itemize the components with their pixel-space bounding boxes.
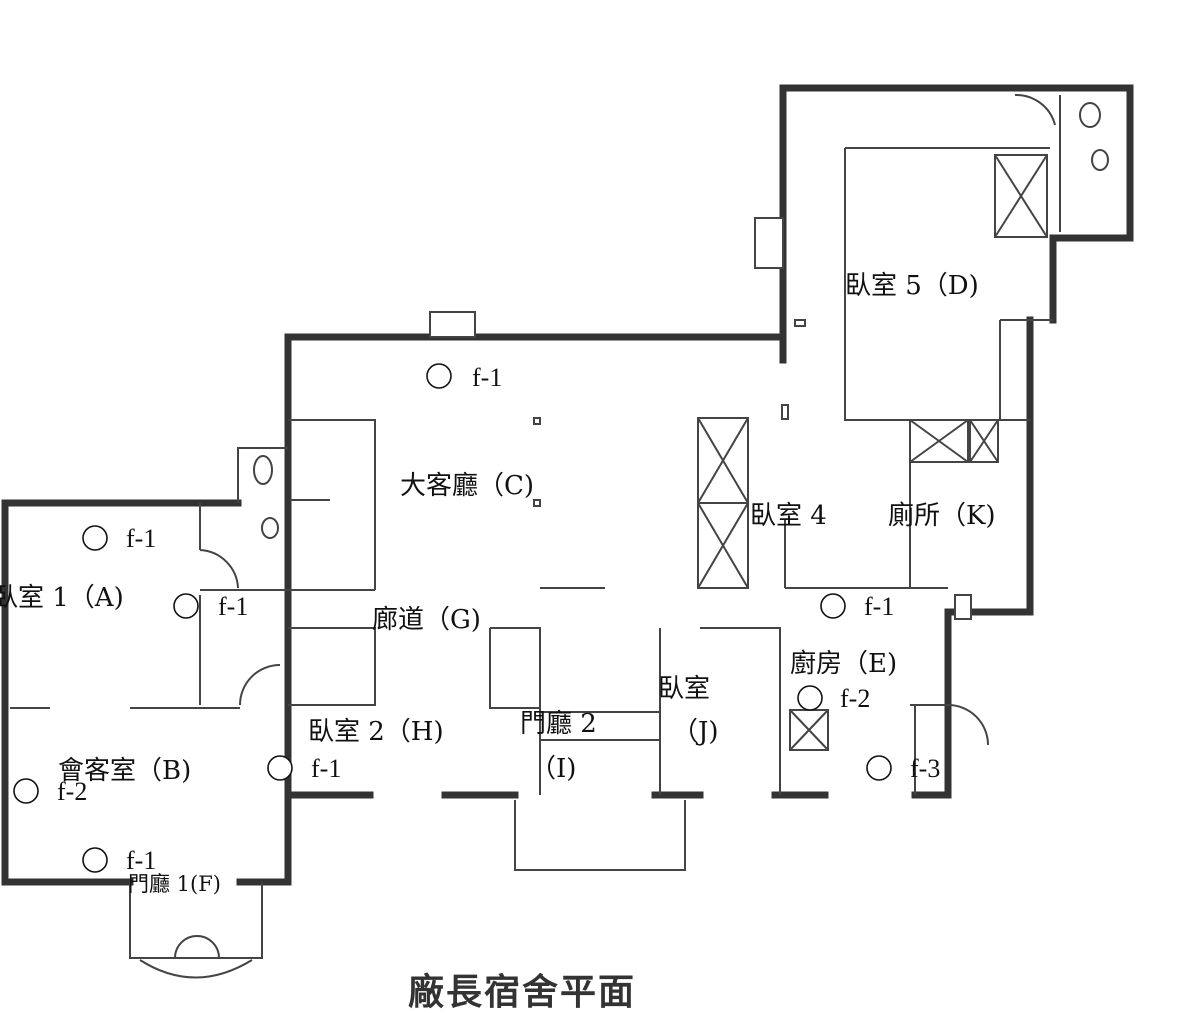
room-label-k: 廁所（K) (888, 501, 996, 531)
room-label-g: 廊道（G) (372, 605, 481, 635)
room-label-d: 臥室 5（D) (845, 271, 979, 301)
finish-markers: f-1 f-1 f-1 f-2 f-1 f-1 f-1 f-2 (13, 363, 940, 875)
room-label-j-code: （J) (672, 717, 719, 747)
marker: f-2 (13, 777, 87, 806)
room-label-i-code: （I) (530, 754, 576, 784)
svg-text:f-1: f-1 (126, 846, 156, 875)
marker: f-1 (82, 524, 156, 553)
room-label-f: 門廳 1(F) (128, 872, 221, 896)
room-label-e: 廚房（E) (790, 649, 897, 679)
svg-text:f-1: f-1 (218, 592, 248, 621)
interior-walls (10, 95, 1061, 795)
room-label-4: 臥室 4 (750, 501, 827, 531)
room-label-i-name: 門廳 2 (520, 709, 597, 739)
svg-text:f-3: f-3 (910, 754, 940, 783)
marker: f-2 (797, 684, 870, 713)
room-label-a: 臥室 1（A) (0, 583, 124, 613)
exterior-walls (1, 84, 1134, 886)
room-label-h: 臥室 2（H) (308, 717, 444, 747)
svg-text:f-2: f-2 (840, 684, 870, 713)
svg-text:f-2: f-2 (57, 777, 87, 806)
svg-text:f-1: f-1 (864, 592, 894, 621)
plan-title: 廠長宿舍平面 (408, 971, 636, 1013)
marker: f-1 (173, 592, 248, 621)
marker: f-1 (82, 846, 156, 875)
room-label-c: 大客廳（C) (400, 471, 534, 501)
room-labels: 臥室 1（A) 會客室（B) 大客廳（C) 臥室 5（D) 廚房（E) 門廳 1… (0, 271, 996, 896)
room-label-j-name: 臥室 (658, 674, 710, 704)
fixtures (129, 93, 1109, 979)
svg-text:f-1: f-1 (126, 524, 156, 553)
svg-text:f-1: f-1 (472, 363, 502, 392)
svg-text:f-1: f-1 (311, 754, 341, 783)
room-label-b: 會客室（B) (58, 756, 191, 786)
marker: f-3 (866, 754, 940, 783)
marker: f-1 (426, 363, 502, 392)
marker: f-1 (820, 592, 894, 621)
marker: f-1 (267, 754, 341, 783)
